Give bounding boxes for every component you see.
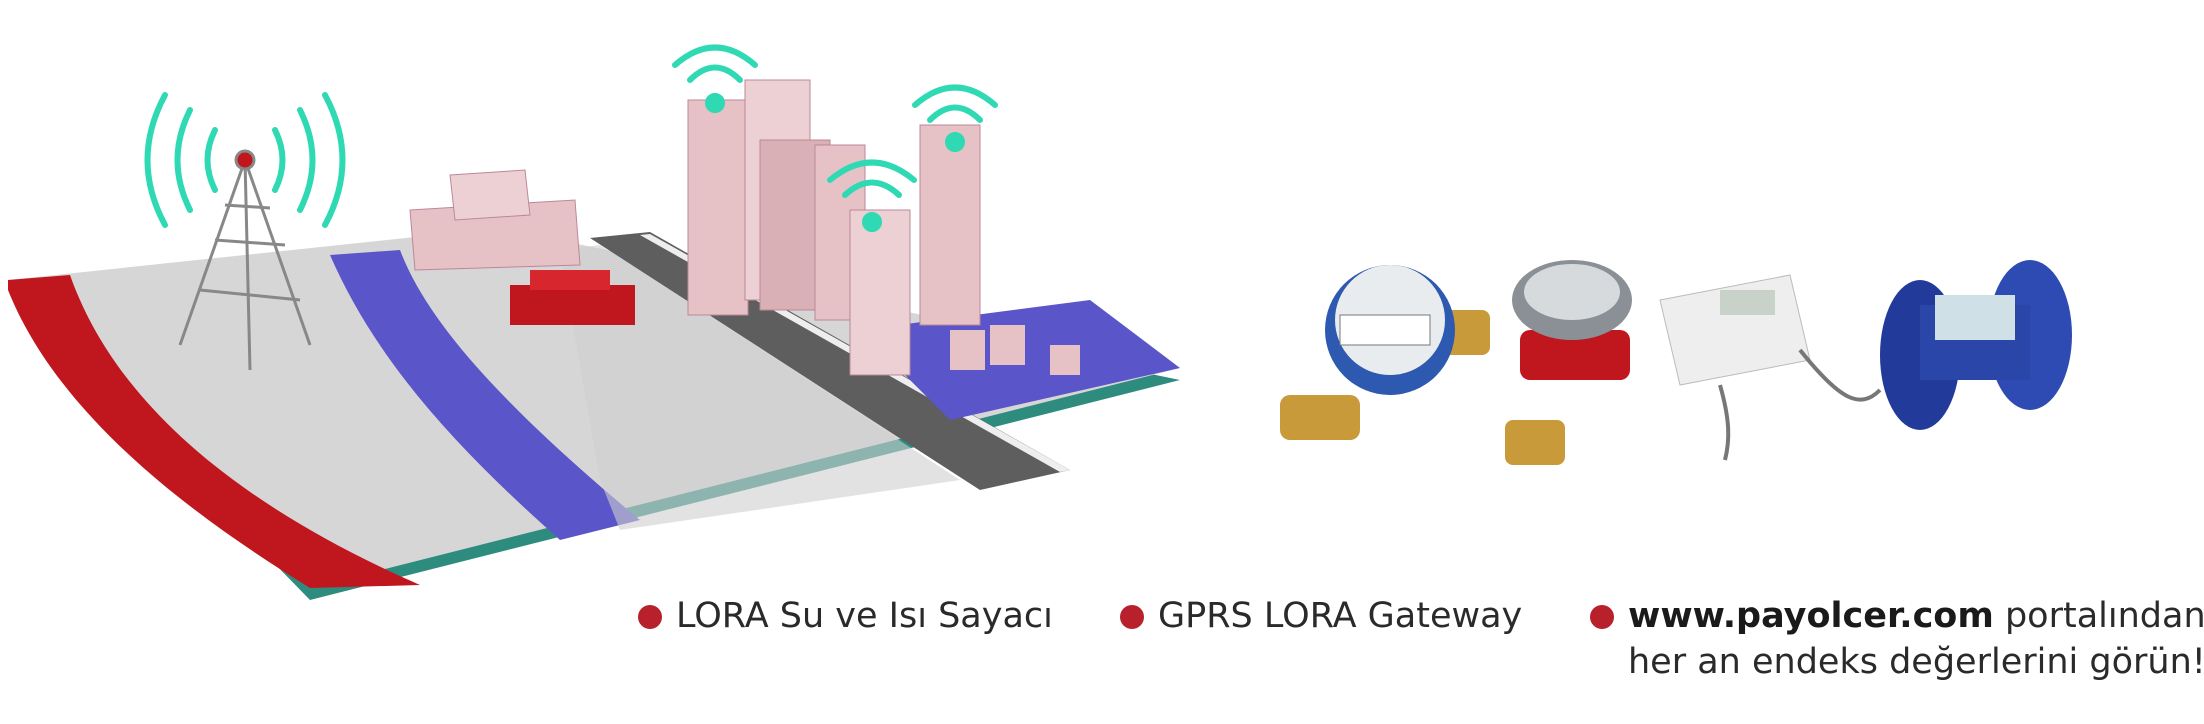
legend-label: www.payolcer.com portalından her an endek… [1628,593,2204,685]
wifi-signal-icon [672,44,998,232]
heat-meter-icon [1659,274,1882,461]
portal-link[interactable]: www.payolcer.com [1628,596,1994,636]
ultrasonic-meter-icon [1880,260,2072,430]
bullet-icon [638,605,662,629]
water-meter-icon [1505,260,1632,465]
portal-text-line2: her an endeks değerlerini görün! [1628,642,2204,682]
legend-label: LORA Su ve Isı Sayacı [676,596,1053,636]
bullet-icon [1590,605,1614,629]
tower-signal-icon [144,92,346,228]
bullet-icon [1120,605,1144,629]
cell-tower-icon [178,149,312,371]
legend-label: GPRS LORA Gateway [1158,596,1523,636]
portal-text: portalından [1993,596,2204,636]
water-meter-icon [1280,265,1490,440]
city-buildings [409,79,1080,376]
